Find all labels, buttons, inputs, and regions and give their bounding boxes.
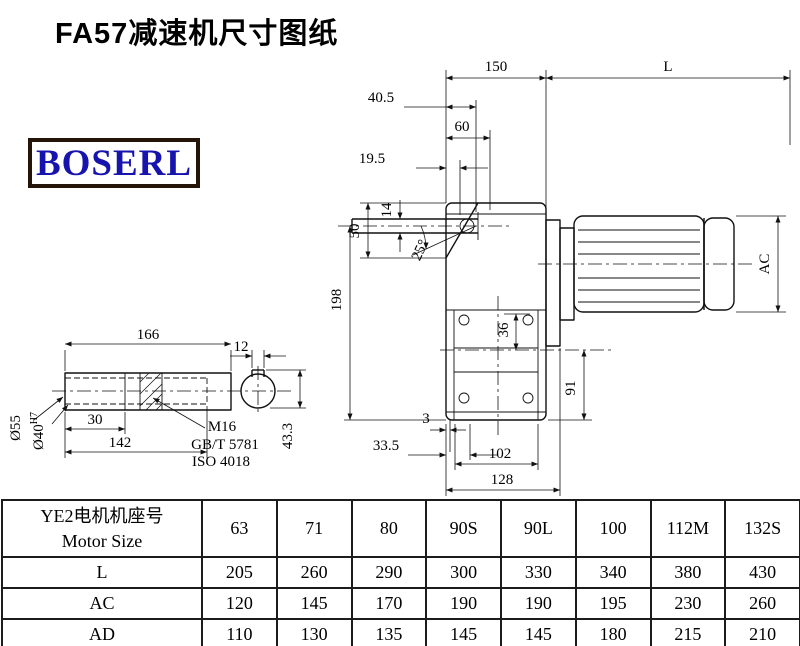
dim-14: 14	[379, 202, 395, 218]
size-col-header: 71	[275, 499, 353, 558]
value-cell: 120	[201, 587, 278, 620]
value-cell: 300	[425, 556, 502, 589]
page-title: FA57减速机尺寸图纸	[55, 18, 339, 50]
dim-91: 91	[563, 381, 579, 396]
dim-60: 60	[455, 119, 470, 135]
table-header-row: YE2电机机座号 Motor Size 63 71 80 90S 90L 100…	[1, 499, 800, 558]
size-col-header: 90L	[500, 499, 577, 558]
value-cell: 145	[425, 618, 502, 646]
dim-150: 150	[485, 59, 508, 75]
dim-198: 198	[329, 289, 345, 312]
value-cell: 145	[275, 587, 353, 620]
label-m16: M16	[208, 419, 237, 435]
value-cell: 170	[350, 587, 428, 620]
gearbox-side-view	[338, 202, 612, 438]
value-cell: 135	[350, 618, 428, 646]
dim-3: 3	[422, 411, 430, 427]
label-gbt-5781: GB/T 5781	[191, 437, 259, 453]
bore-section-view	[240, 366, 276, 416]
value-cell: 330	[500, 556, 577, 589]
label-iso-4018: ISO 4018	[192, 454, 250, 470]
value-cell: 290	[350, 556, 428, 589]
dim-166: 166	[137, 327, 160, 343]
dim-40-5: 40.5	[368, 90, 394, 106]
dim-L: L	[663, 59, 672, 75]
boserl-logo: BOSERL	[28, 138, 200, 188]
value-cell: 430	[724, 556, 800, 589]
dim-102: 102	[489, 446, 512, 462]
shaft-view-dimensions: 166 30 142 Ø55 Ø40H7 M16 GB/T 5781 ISO 4…	[8, 327, 306, 470]
motor-size-header-en: Motor Size	[61, 530, 143, 551]
size-col-header: 112M	[649, 499, 727, 558]
value-cell: 190	[500, 587, 577, 620]
boserl-logo-text: BOSERL	[35, 142, 193, 184]
dim-dia40-h7: Ø40H7	[29, 412, 47, 450]
motor-side-view	[538, 215, 752, 347]
row-label: AC	[1, 587, 203, 620]
value-cell: 110	[201, 618, 278, 646]
table-row-L: L 205 260 290 300 330 340 380 430	[1, 556, 800, 589]
value-cell: 190	[425, 587, 502, 620]
dim-142: 142	[109, 435, 132, 451]
value-cell: 260	[275, 556, 353, 589]
dim-19-5: 19.5	[359, 151, 385, 167]
dim-50: 50	[347, 224, 363, 239]
shaft-end-view	[52, 372, 292, 411]
dim-43-3: 43.3	[280, 423, 296, 449]
value-cell: 205	[201, 556, 278, 589]
dim-36: 36	[496, 322, 512, 338]
row-label: AD	[1, 618, 203, 646]
dim-12: 12	[234, 339, 249, 355]
table-row-AC: AC 120 145 170 190 190 195 230 260	[1, 587, 800, 620]
motor-size-header-cell: YE2电机机座号 Motor Size	[1, 499, 203, 558]
dim-dia55: Ø55	[8, 415, 24, 441]
main-view-dimensions: 150 L 40.5 60 19.5 14 50	[329, 59, 791, 496]
value-cell: 230	[649, 587, 727, 620]
value-cell: 180	[574, 618, 652, 646]
size-col-header: 63	[201, 499, 278, 558]
value-cell: 215	[649, 618, 727, 646]
size-col-header: 132S	[724, 499, 800, 558]
value-cell: 210	[724, 618, 800, 646]
dim-30: 30	[88, 412, 103, 428]
value-cell: 260	[724, 587, 800, 620]
row-label: L	[1, 556, 203, 589]
motor-size-table: YE2电机机座号 Motor Size 63 71 80 90S 90L 100…	[1, 499, 800, 646]
value-cell: 130	[275, 618, 353, 646]
dim-AC: AC	[757, 254, 773, 275]
dim-25deg: 25°	[409, 237, 432, 263]
size-col-header: 90S	[425, 499, 502, 558]
value-cell: 145	[500, 618, 577, 646]
value-cell: 380	[649, 556, 727, 589]
dim-33-5: 33.5	[373, 438, 399, 454]
motor-size-header-cn: YE2电机机座号	[40, 506, 164, 527]
size-col-header: 80	[350, 499, 428, 558]
size-col-header: 100	[574, 499, 652, 558]
value-cell: 195	[574, 587, 652, 620]
dim-128: 128	[491, 472, 514, 488]
value-cell: 340	[574, 556, 652, 589]
table-row-AD: AD 110 130 135 145 145 180 215 210	[1, 618, 800, 646]
